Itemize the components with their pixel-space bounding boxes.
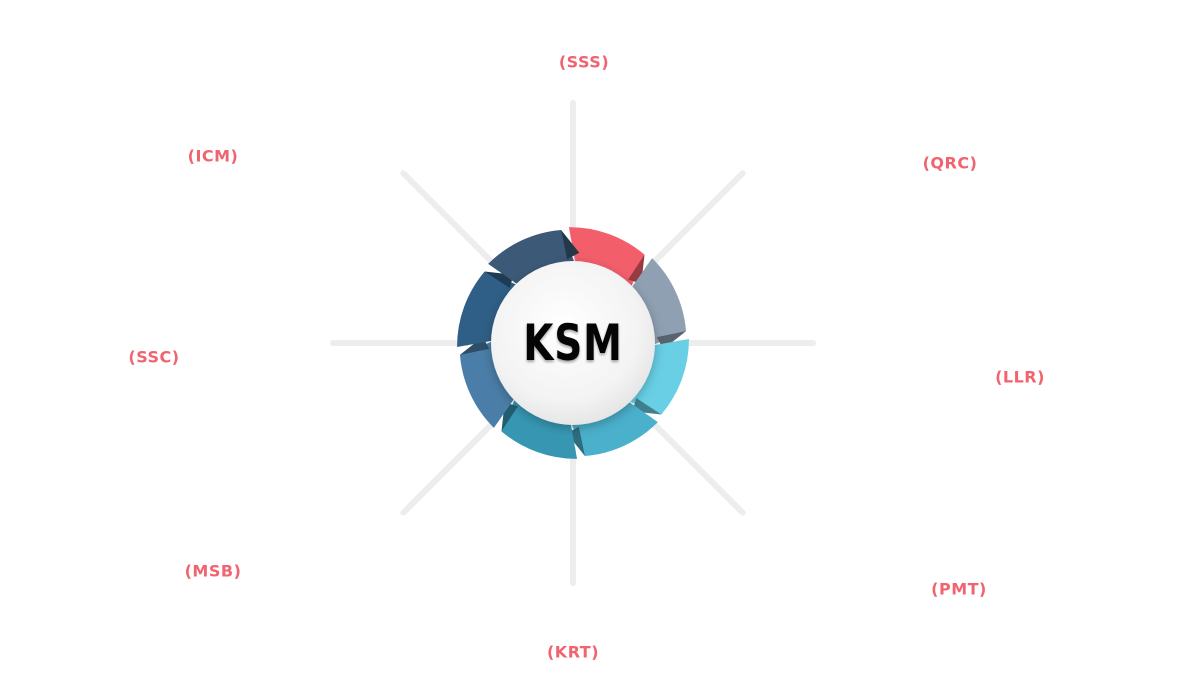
node-label-ssc: (SSC) [128, 347, 180, 367]
connector-ray [400, 170, 502, 272]
node-label-icm: (ICM) [187, 146, 239, 166]
node-label-llr: (LLR) [995, 367, 1045, 387]
node-label-sss: (SSS) [558, 52, 610, 72]
center-circle [491, 261, 655, 425]
petal-fold-nw [561, 229, 580, 260]
connector-ray [400, 414, 502, 516]
petal-nw [488, 229, 576, 286]
petal-se [570, 400, 658, 457]
node-label-msb: (MSB) [184, 561, 242, 581]
petal-ne [630, 258, 687, 346]
connector-ray [644, 170, 746, 272]
connector-ray [644, 414, 746, 516]
node-label-krt: (KRT) [546, 642, 600, 662]
petal-sw [459, 340, 516, 428]
node-label-pmt: (PMT) [931, 579, 987, 599]
petal-e [626, 338, 689, 415]
node-label-qrc: (QRC) [922, 153, 978, 173]
petal-s [501, 396, 578, 459]
petal-w [457, 271, 520, 348]
center-label: KSM [523, 314, 623, 372]
petal-n [568, 227, 645, 290]
